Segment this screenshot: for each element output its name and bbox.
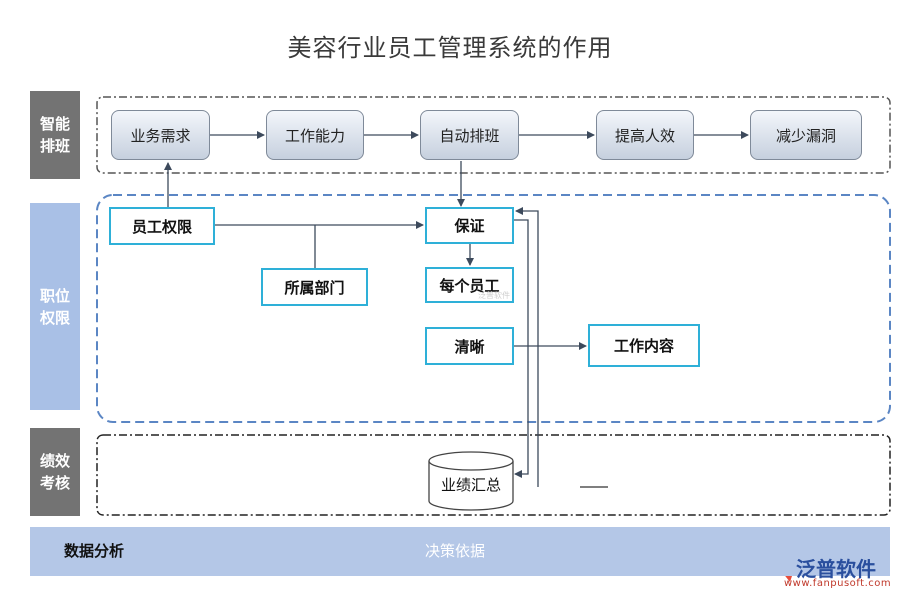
page-title: 美容行业员工管理系统的作用 bbox=[287, 34, 613, 62]
arrow-summary-guarantee bbox=[515, 207, 539, 487]
row-label-performance: 绩效考核 bbox=[30, 428, 80, 516]
flow-auto-schedule: 自动排班 bbox=[420, 110, 519, 160]
flow-reduce-loopholes: 减少漏洞 bbox=[750, 110, 862, 160]
summary-cylinder bbox=[428, 451, 514, 511]
row3-frame bbox=[96, 434, 891, 516]
row-label-permission: 职位权限 bbox=[30, 203, 80, 410]
decision-basis-label: 决策依据 bbox=[425, 542, 486, 560]
box-each-employee: 每个员工 bbox=[425, 267, 514, 303]
box-clear: 清晰 bbox=[425, 327, 514, 365]
box-department: 所属部门 bbox=[261, 268, 368, 306]
arrow-guarantee-summary bbox=[514, 219, 529, 478]
row1-frame bbox=[96, 96, 891, 174]
brand-name: 泛普软件 bbox=[796, 557, 876, 581]
row2-frame bbox=[96, 194, 891, 423]
row-label-schedule: 智能排班 bbox=[30, 91, 80, 179]
analysis-bar bbox=[30, 527, 890, 576]
box-work-content: 工作内容 bbox=[588, 324, 700, 367]
flow-work-ability: 工作能力 bbox=[266, 110, 364, 160]
cylinder-summary-label: 业绩汇总 bbox=[440, 476, 501, 494]
row-label-analysis: 数据分析 bbox=[64, 542, 125, 560]
flow-business-demand: 业务需求 bbox=[111, 110, 210, 160]
box-guarantee: 保证 bbox=[425, 207, 514, 244]
brand-url: www.fanpusoft.com bbox=[784, 578, 892, 589]
flow-improve-efficiency: 提高人效 bbox=[596, 110, 694, 160]
box-staff-permission: 员工权限 bbox=[109, 207, 215, 245]
watermark-text: 泛普软件 bbox=[478, 291, 510, 300]
